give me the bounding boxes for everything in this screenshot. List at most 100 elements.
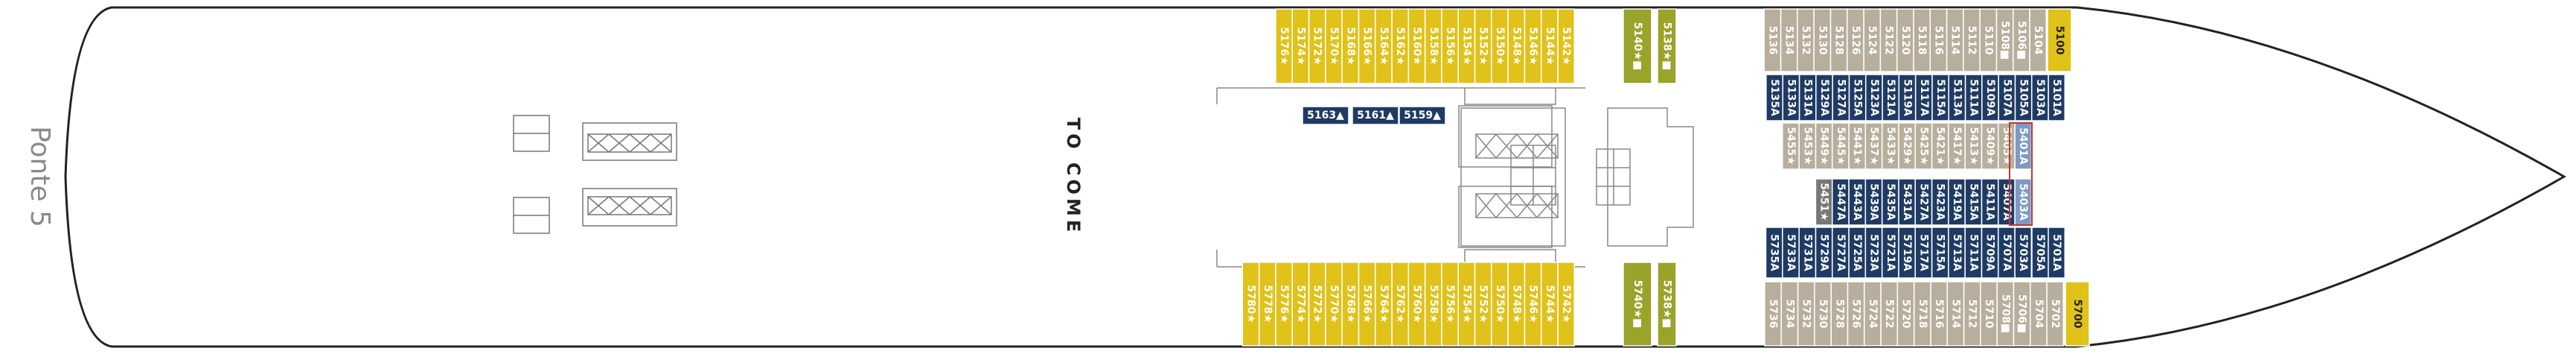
cabin-5776[interactable]: 5776★ — [1275, 262, 1293, 347]
cabin-5107A[interactable]: 5107A — [1998, 74, 2016, 121]
cabin-5407A[interactable]: 5407A — [1997, 178, 2016, 226]
cabin-5714[interactable]: 5714 — [1946, 281, 1965, 347]
cabin-5140[interactable]: 5140★■ — [1623, 8, 1652, 84]
cabin-block[interactable] — [1352, 106, 1399, 125]
cabin-block[interactable] — [1623, 262, 1652, 347]
cabin-5453[interactable]: 5453★ — [1798, 122, 1817, 170]
cabin-block[interactable] — [1764, 281, 1782, 347]
cabin-5111A[interactable]: 5111A — [1964, 74, 1983, 121]
cabin-5705A[interactable]: 5705A — [2031, 227, 2050, 279]
cabin-5760[interactable]: 5760★ — [1407, 262, 1426, 347]
cabin-5700[interactable]: 5700 — [2065, 281, 2090, 347]
cabin-block[interactable] — [1302, 106, 1349, 125]
cabin-5125A[interactable]: 5125A — [1848, 74, 1867, 121]
cabin-5120[interactable]: 5120 — [1896, 8, 1914, 72]
cabin-5148[interactable]: 5148★ — [1507, 8, 1526, 84]
cabin-5134[interactable]: 5134 — [1780, 8, 1798, 72]
cabin-5713A[interactable]: 5713A — [1948, 227, 1966, 279]
cabin-5163[interactable]: 5163▲ — [1302, 106, 1349, 125]
cabin-5735A[interactable]: 5735A — [1765, 227, 1783, 279]
cabin-5756[interactable]: 5756★ — [1441, 262, 1459, 347]
cabin-5174[interactable]: 5174★ — [1291, 8, 1310, 84]
cabin-5703A[interactable]: 5703A — [2014, 227, 2033, 279]
cabin-5780[interactable]: 5780★ — [1241, 262, 1260, 347]
cabin-5717A[interactable]: 5717A — [1914, 227, 1933, 279]
cabin-5138[interactable]: 5138★■ — [1657, 8, 1677, 84]
cabin-5704[interactable]: 5704 — [2029, 281, 2048, 347]
cabin-5723A[interactable]: 5723A — [1864, 227, 1883, 279]
cabin-5724[interactable]: 5724 — [1863, 281, 1882, 347]
cabin-5748[interactable]: 5748★ — [1507, 262, 1526, 347]
cabin-5716[interactable]: 5716 — [1930, 281, 1948, 347]
cabin-5750[interactable]: 5750★ — [1491, 262, 1509, 347]
cabin-5746[interactable]: 5746★ — [1524, 262, 1542, 347]
cabin-5709A[interactable]: 5709A — [1981, 227, 1999, 279]
cabin-5100[interactable]: 5100 — [2047, 8, 2072, 72]
cabin-5727A[interactable]: 5727A — [1831, 227, 1850, 279]
cabin-5730[interactable]: 5730 — [1814, 281, 1832, 347]
cabin-5105A[interactable]: 5105A — [2014, 74, 2033, 121]
cabin-5744[interactable]: 5744★ — [1540, 262, 1559, 347]
cabin-5774[interactable]: 5774★ — [1291, 262, 1310, 347]
cabin-5435A[interactable]: 5435A — [1881, 178, 1899, 226]
cabin-block[interactable] — [1657, 8, 1677, 84]
cabin-block[interactable] — [1241, 262, 1260, 347]
cabin-5168[interactable]: 5168★ — [1341, 8, 1360, 84]
cabin-5729A[interactable]: 5729A — [1815, 227, 1833, 279]
cabin-5742[interactable]: 5742★ — [1557, 262, 1576, 347]
cabin-5121A[interactable]: 5121A — [1882, 74, 1900, 121]
cabin-5734[interactable]: 5734 — [1780, 281, 1799, 347]
cabin-5754[interactable]: 5754★ — [1457, 262, 1476, 347]
cabin-5101A[interactable]: 5101A — [2048, 74, 2066, 121]
cabin-5129A[interactable]: 5129A — [1815, 74, 1833, 121]
cabin-block[interactable] — [1815, 178, 1833, 226]
cabin-5710[interactable]: 5710 — [1980, 281, 1998, 347]
cabin-5172[interactable]: 5172★ — [1308, 8, 1326, 84]
cabin-5409[interactable]: 5409★ — [1981, 122, 1999, 170]
cabin-block[interactable] — [1782, 122, 1800, 170]
cabin-5740[interactable]: 5740★■ — [1623, 262, 1652, 347]
cabin-5437[interactable]: 5437★ — [1864, 122, 1883, 170]
cabin-5128[interactable]: 5128 — [1829, 8, 1848, 72]
cabin-5159[interactable]: 5159▲ — [1399, 106, 1446, 125]
cabin-5701A[interactable]: 5701A — [2048, 227, 2066, 279]
cabin-5715A[interactable]: 5715A — [1931, 227, 1949, 279]
cabin-5146[interactable]: 5146★ — [1524, 8, 1542, 84]
cabin-5104[interactable]: 5104 — [2029, 8, 2048, 72]
cabin-5176[interactable]: 5176★ — [1275, 8, 1293, 84]
cabin-5170[interactable]: 5170★ — [1325, 8, 1343, 84]
cabin-block[interactable] — [2048, 227, 2066, 279]
cabin-5441[interactable]: 5441★ — [1848, 122, 1867, 170]
cabin-5113A[interactable]: 5113A — [1948, 74, 1966, 121]
cabin-5419A[interactable]: 5419A — [1948, 178, 1966, 226]
cabin-block[interactable] — [1765, 74, 1783, 121]
cabin-5162[interactable]: 5162★ — [1391, 8, 1410, 84]
cabin-5764[interactable]: 5764★ — [1374, 262, 1393, 347]
cabin-5133A[interactable]: 5133A — [1782, 74, 1800, 121]
cabin-5425[interactable]: 5425★ — [1914, 122, 1933, 170]
cabin-5401A[interactable]: 5401A — [2014, 122, 2033, 170]
cabin-5712[interactable]: 5712 — [1963, 281, 1981, 347]
cabin-5427A[interactable]: 5427A — [1914, 178, 1933, 226]
cabin-block[interactable] — [1657, 262, 1677, 347]
cabin-block[interactable] — [2065, 281, 2090, 347]
cabin-5136[interactable]: 5136 — [1763, 8, 1782, 72]
cabin-5768[interactable]: 5768★ — [1341, 262, 1360, 347]
cabin-5135A[interactable]: 5135A — [1765, 74, 1783, 121]
cabin-5451[interactable]: 5451★ — [1815, 178, 1833, 226]
cabin-5445[interactable]: 5445★ — [1831, 122, 1850, 170]
cabin-5156[interactable]: 5156★ — [1441, 8, 1459, 84]
cabin-5725A[interactable]: 5725A — [1848, 227, 1867, 279]
cabin-5707A[interactable]: 5707A — [1997, 227, 2016, 279]
cabin-5161[interactable]: 5161▲ — [1352, 106, 1399, 125]
cabin-5706[interactable]: 5706■ — [2013, 281, 2031, 347]
cabin-5719A[interactable]: 5719A — [1898, 227, 1916, 279]
cabin-5118[interactable]: 5118 — [1913, 8, 1931, 72]
cabin-5421[interactable]: 5421★ — [1931, 122, 1949, 170]
cabin-5431A[interactable]: 5431A — [1898, 178, 1916, 226]
cabin-5758[interactable]: 5758★ — [1424, 262, 1442, 347]
cabin-5160[interactable]: 5160★ — [1407, 8, 1426, 84]
cabin-5103A[interactable]: 5103A — [2030, 74, 2049, 121]
cabin-5433[interactable]: 5433★ — [1881, 122, 1899, 170]
cabin-5718[interactable]: 5718 — [1913, 281, 1931, 347]
